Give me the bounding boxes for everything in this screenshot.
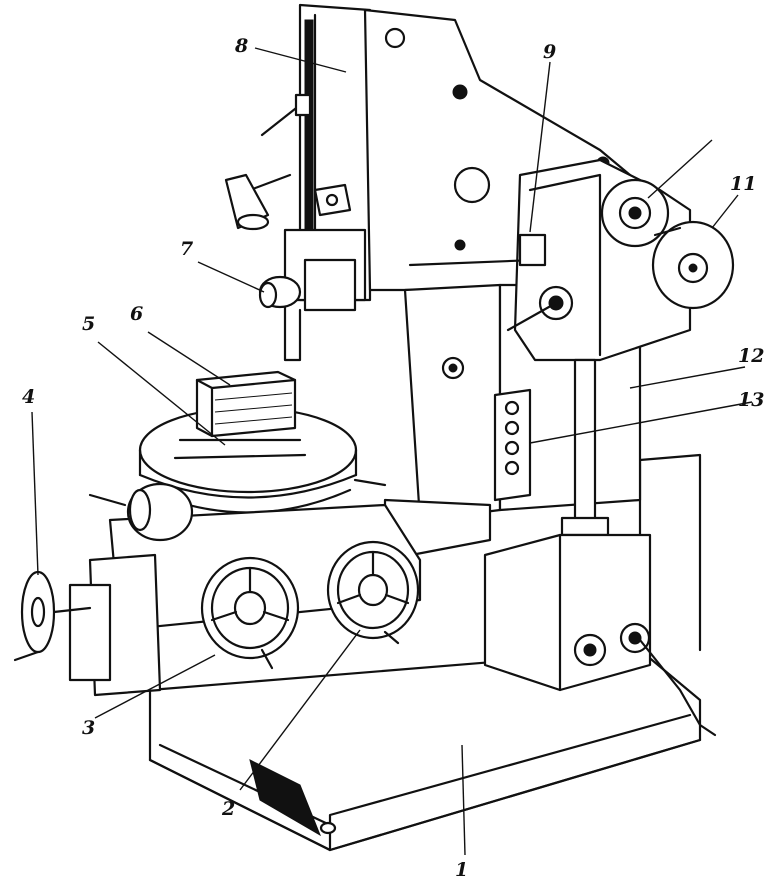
leader-10: [647, 139, 713, 199]
control-box: [483, 533, 717, 737]
callout-1: 1: [455, 859, 468, 881]
leader-4: [31, 411, 39, 576]
leader-13: [529, 401, 753, 444]
leader-7: [197, 261, 265, 293]
callout-3: 3: [82, 717, 95, 739]
leader-5: [97, 341, 226, 446]
crank-handle-4: [13, 553, 162, 697]
drive-head: [408, 158, 735, 362]
leader-11: [711, 194, 739, 229]
callout-6: 6: [130, 303, 143, 325]
leader-12: [629, 366, 746, 389]
leader-2: [239, 629, 361, 791]
leader-lines: [31, 47, 753, 856]
callout-labels: 1 2 3 4 5 6 7 8 9 11 12 13: [22, 35, 764, 881]
callout-4: 4: [22, 386, 35, 408]
callout-7: 7: [180, 238, 193, 260]
ram-knob: [258, 275, 302, 309]
work-lamp: [224, 173, 292, 231]
callout-13: 13: [738, 389, 764, 411]
leader-6: [147, 331, 231, 386]
leader-3: [94, 654, 216, 719]
handwheel-2: [326, 540, 420, 645]
callout-9: 9: [543, 41, 556, 63]
leader-1: [461, 744, 466, 856]
leader-8: [254, 47, 347, 73]
callout-11: 11: [730, 173, 756, 195]
callout-12: 12: [738, 345, 764, 367]
leader-9: [529, 61, 551, 233]
handwheel-3: [200, 556, 300, 670]
machine-bed: [148, 453, 702, 852]
callout-5: 5: [82, 313, 95, 335]
callout-8: 8: [234, 35, 248, 57]
callout-2: 2: [221, 798, 235, 820]
